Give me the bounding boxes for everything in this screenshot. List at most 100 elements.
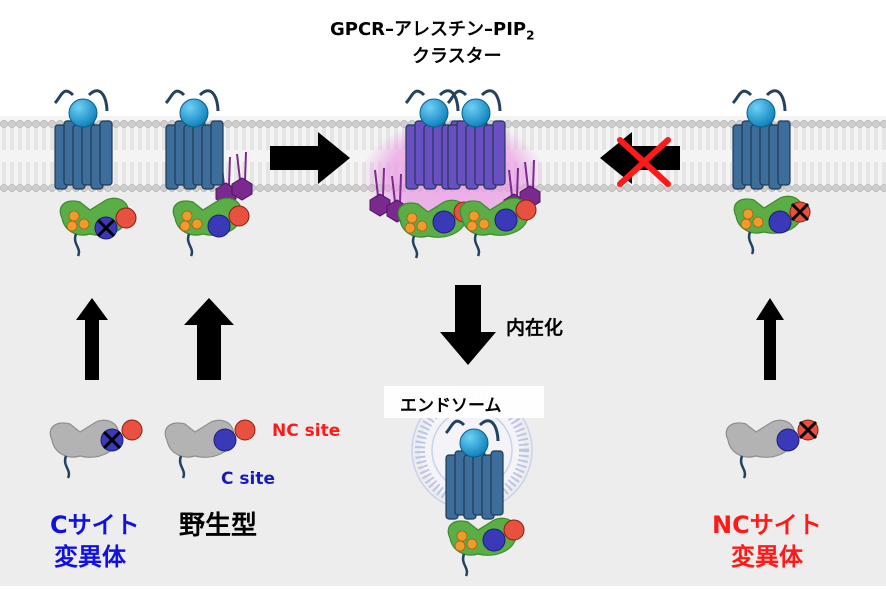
nc-site (234, 419, 256, 441)
receptor-loop (478, 419, 500, 442)
receptor-loop (480, 89, 502, 112)
cross-line (798, 420, 818, 440)
c-site (776, 428, 800, 452)
receptor-tail (186, 233, 194, 257)
nc-mutant-label-2: 変異体 (731, 543, 803, 571)
phospho-site (742, 208, 754, 220)
receptor-helix (490, 450, 504, 516)
receptor-wild-type (164, 89, 224, 190)
receptor-endosome (444, 419, 504, 520)
phospho-site (454, 540, 466, 552)
phospho-site (478, 218, 490, 230)
receptor-helix (492, 120, 506, 186)
title-line-1: GPCR–アレスチン–PIP2 (330, 15, 534, 43)
receptor-loop (444, 419, 466, 435)
pip2-tail (508, 169, 513, 197)
receptor-loop (446, 89, 468, 105)
phospho-site (416, 220, 428, 232)
pip2-tail (399, 173, 402, 203)
pip2-tail (228, 156, 231, 186)
receptor-nc-mutant (731, 89, 791, 190)
ligand-ball (461, 98, 491, 128)
nc-mutant-label-1: NCサイト (712, 511, 822, 539)
nc-site (503, 519, 525, 541)
receptor-tail (461, 553, 469, 577)
ligand-ball (746, 98, 776, 128)
receptor-loop (731, 89, 753, 105)
arrow-up-nc-mutant (756, 298, 784, 380)
receptor-tail (73, 233, 81, 257)
arrow-internalization (440, 285, 496, 365)
nc-site (228, 205, 250, 227)
arrow-up-c-mutant (76, 298, 108, 380)
blocked-x-line-2 (617, 137, 671, 187)
receptor-helix (777, 120, 791, 186)
c-mutant-label-1: Cサイト (50, 511, 140, 539)
phospho-site (466, 538, 478, 550)
title-subscript: 2 (526, 28, 535, 43)
receptor-tail (411, 235, 419, 259)
phospho-site (78, 218, 90, 230)
ligand-ball (459, 428, 489, 458)
pip2-head (231, 177, 253, 201)
receptor-loop (198, 89, 220, 112)
receptor-loop (87, 89, 109, 112)
pip2-tail (244, 151, 247, 181)
nc-site (515, 199, 537, 221)
phospho-site (752, 216, 764, 228)
ligand-ball (419, 98, 449, 128)
receptor-tail (63, 455, 71, 479)
pip2-wild-type (231, 151, 253, 201)
receptor-loop (164, 89, 186, 105)
receptor-tail (178, 455, 186, 479)
c-site (432, 210, 456, 234)
phospho-site (468, 210, 480, 222)
c-site-cross (102, 430, 122, 450)
pip2-tail (236, 153, 241, 181)
receptor-c-mutant (53, 89, 113, 190)
arrestin-endosome (447, 517, 525, 577)
phospho-site (68, 210, 80, 222)
title-line-2: クラスター (412, 46, 502, 67)
title-text: GPCR–アレスチン–PIP (330, 19, 527, 40)
c-site (482, 528, 506, 552)
phospho-site (179, 220, 191, 232)
pip2-tail (532, 159, 535, 189)
receptor-tail (747, 231, 755, 255)
internalization-label: 内在化 (506, 317, 564, 339)
receptor-helix (99, 120, 113, 186)
arrestin-nc-mutant (733, 195, 811, 255)
nc-site (121, 419, 143, 441)
pip2-tail (516, 167, 519, 197)
grey-arrestin-nc-mutant (725, 419, 819, 479)
ligand-ball (179, 98, 209, 128)
pip2-tail (524, 161, 529, 189)
receptor-cluster-2 (446, 89, 506, 190)
receptor-loop (404, 89, 426, 105)
phospho-site (740, 218, 752, 230)
c-site (768, 210, 792, 234)
cross-line (96, 218, 116, 238)
pip2-tail (374, 169, 379, 197)
c-site (207, 214, 231, 238)
endosome-label-bg (384, 386, 544, 418)
receptor-tail (739, 455, 747, 479)
c-site-label: C site (221, 469, 275, 489)
nc-site (115, 207, 137, 229)
nc-site-cross (798, 420, 818, 440)
receptor-tail (473, 233, 481, 257)
arrow-up-wild-type (184, 298, 234, 380)
c-site-cross (96, 218, 116, 238)
grey-arrestin-wild-type (164, 419, 256, 479)
phospho-site (466, 220, 478, 232)
arrestin-wild-type (172, 197, 250, 257)
receptor-loop (53, 89, 75, 105)
phospho-site (66, 220, 78, 232)
c-site (494, 208, 518, 232)
cross-line (102, 430, 122, 450)
endosome-label: エンドソーム (400, 396, 502, 416)
phospho-site (181, 210, 193, 222)
grey-arrestin-c-mutant (49, 419, 143, 479)
pip2-cluster (369, 167, 391, 217)
